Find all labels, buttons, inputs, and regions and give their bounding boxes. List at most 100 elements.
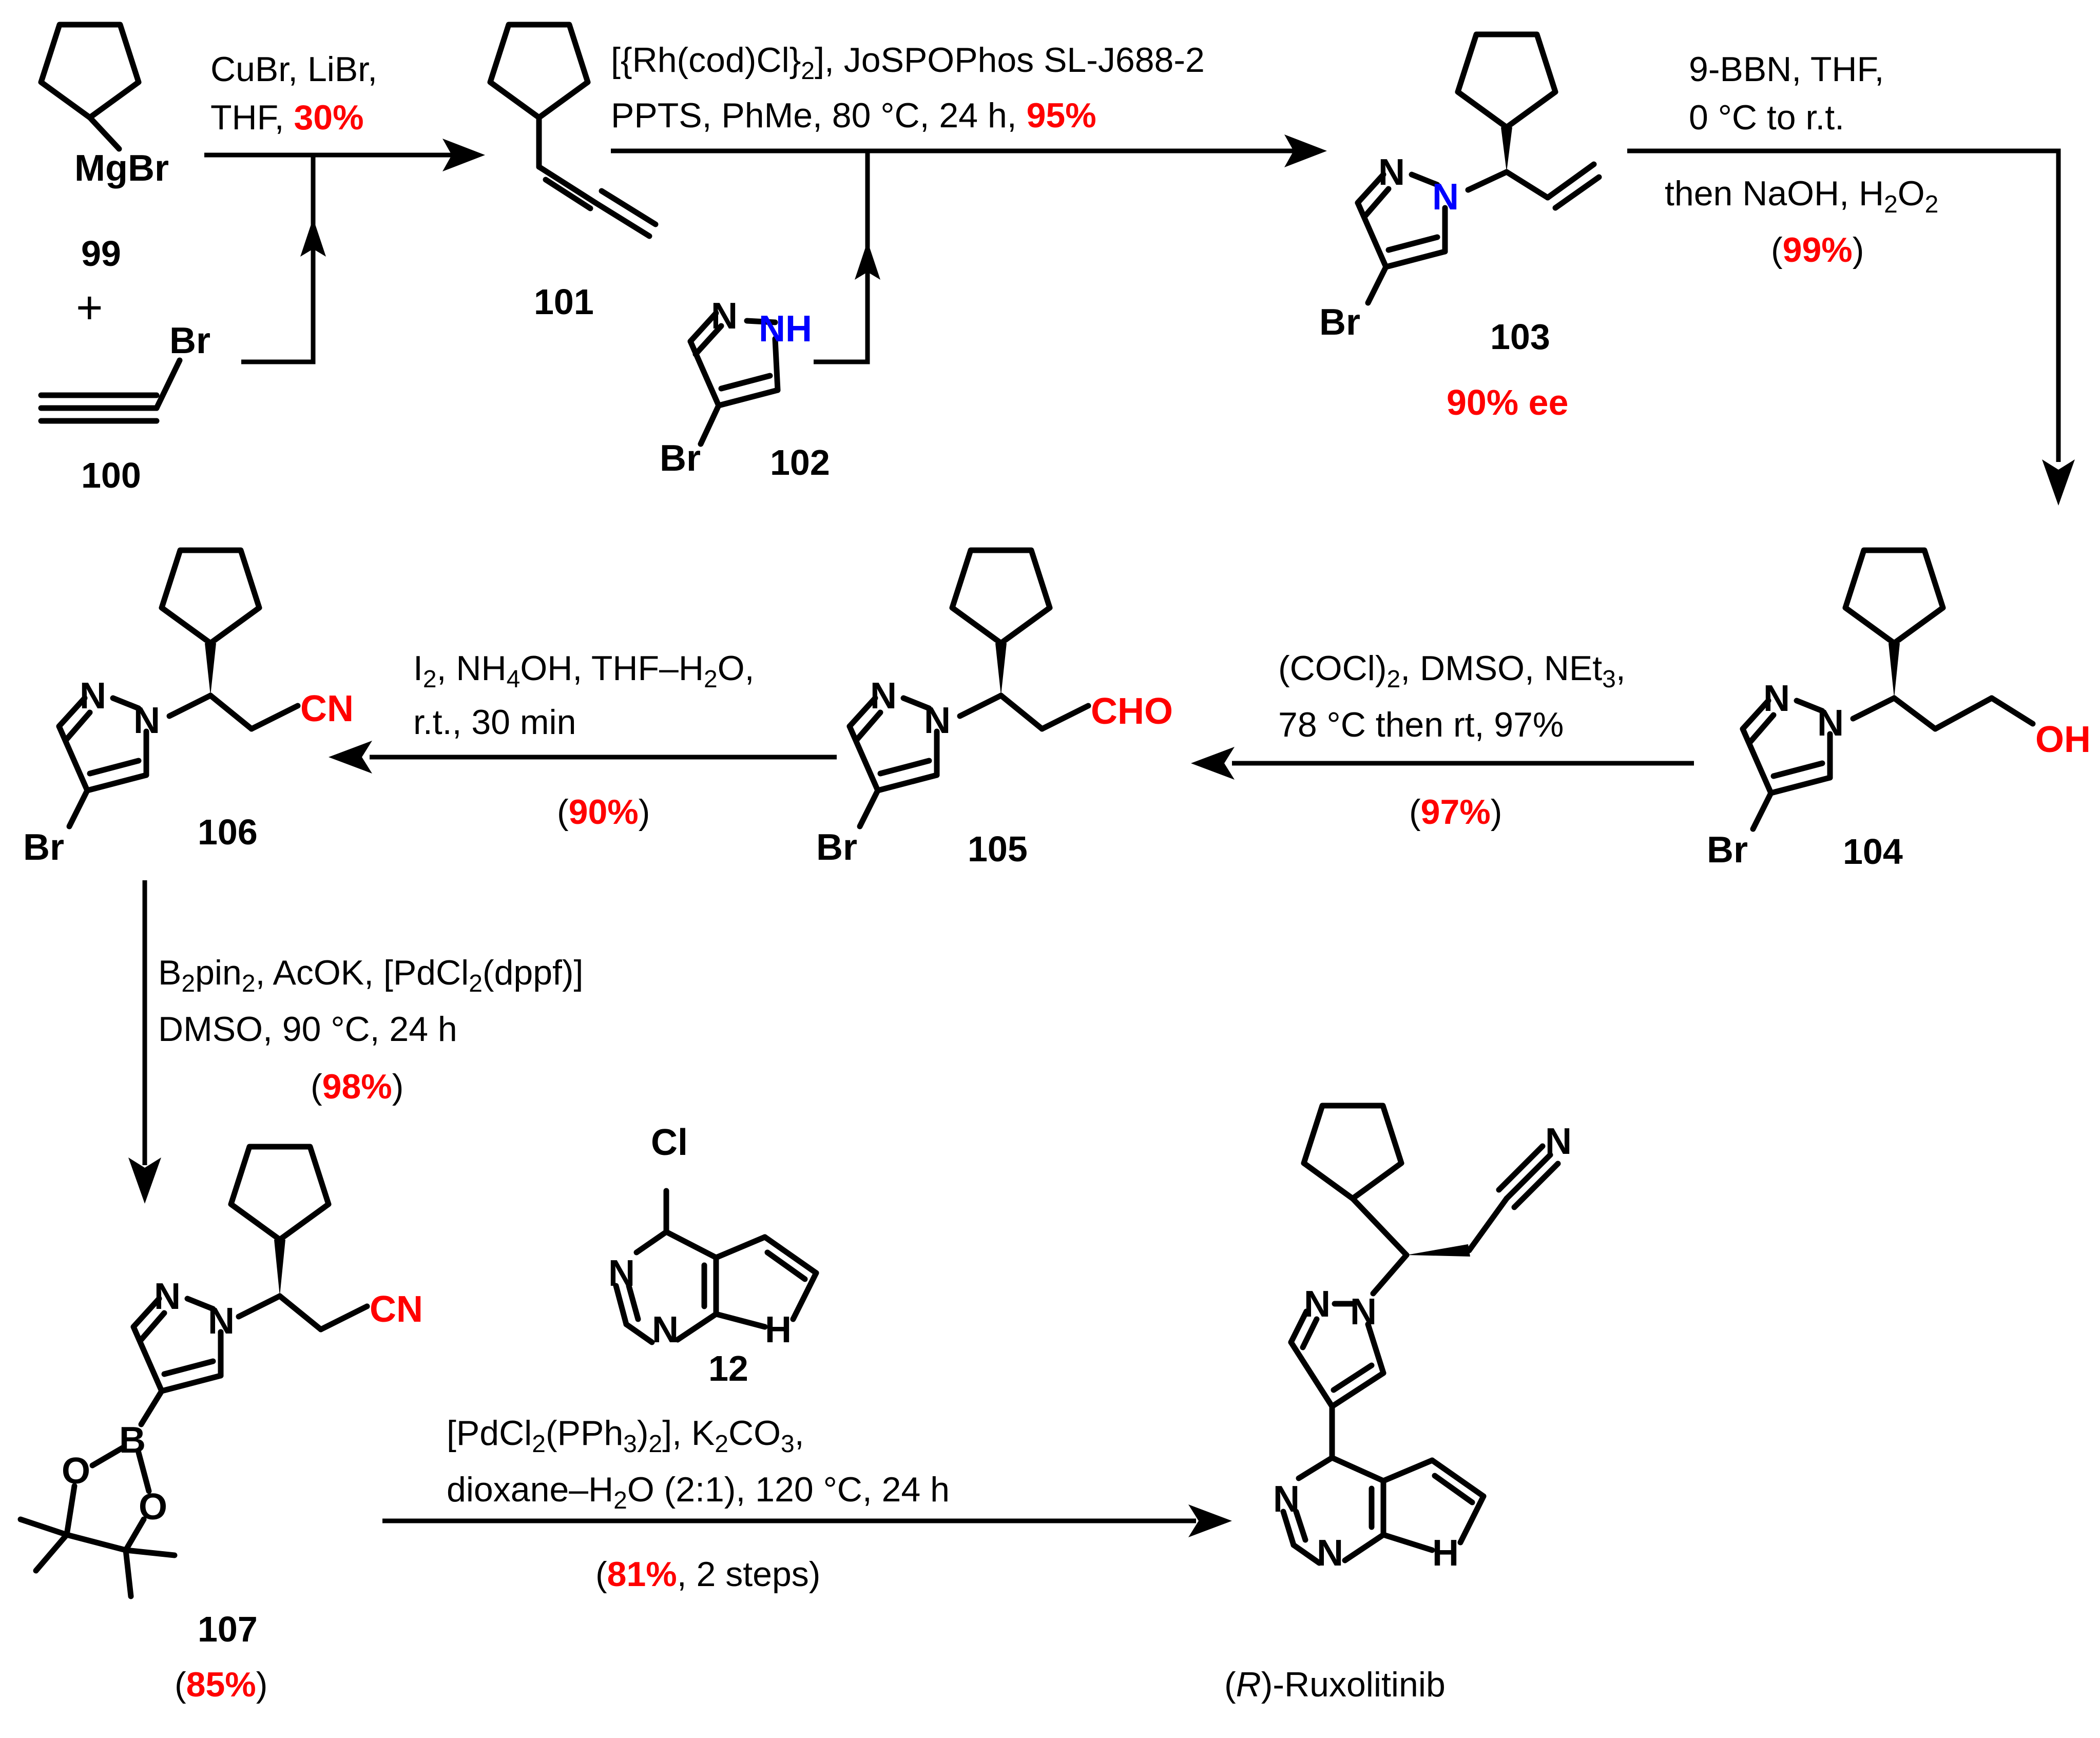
c-br-bond [857, 787, 881, 829]
plus-sign: + [76, 282, 103, 334]
chain-bond-3 [1989, 695, 2036, 727]
pyrazole-c3-n2 [1355, 171, 1386, 206]
c-br-bond [698, 402, 722, 447]
compound-103: N N Br 103 90% ee [1319, 34, 1602, 422]
ch-n-bond [1370, 1252, 1410, 1297]
c-b-bond [138, 1388, 165, 1427]
compound-label-104: 104 [1843, 832, 1903, 872]
reagents-step-3-line-3: then NaOH, H2O2 [1665, 174, 1938, 218]
pyrazole-c4-c3 [1740, 726, 1774, 796]
arrow-step-7 [382, 1504, 1232, 1537]
pyrazole-c5-c4 [159, 1373, 224, 1394]
pyrazole-n2-n1 [110, 695, 142, 711]
c5-c6-double [1432, 1473, 1475, 1505]
pyrazole-c4-c3 [846, 723, 881, 794]
arrow-step-1 [204, 139, 485, 364]
o2-c-bond [123, 1516, 147, 1553]
pyrazole-c3-n2-double [1362, 186, 1392, 219]
wedge-bond [1889, 643, 1900, 698]
pyrazole-c3-n2-double [1300, 1316, 1320, 1350]
nitrogen-atom: N [154, 1276, 181, 1317]
c-n-bond [166, 692, 214, 719]
pyrazole-c4-c3 [130, 1324, 165, 1394]
chain-bond-2 [1932, 695, 1995, 732]
nitrile-group: CN [370, 1289, 423, 1330]
pyrazole-n1-c5 [772, 336, 781, 393]
cyclopentyl-ring [231, 1147, 329, 1240]
chain-bond-1 [1891, 695, 1938, 732]
n7-c7a-bond [1380, 1532, 1435, 1553]
chain-bond-1 [998, 692, 1045, 732]
chain-bond-2 [1039, 703, 1091, 732]
arrow-step-6 [128, 880, 161, 1204]
nitrogen-atom-substituted: N [1432, 177, 1459, 218]
reagents-step-7-line-1: [PdCl2(PPh3)2], K2CO3, [447, 1414, 804, 1458]
aldehyde-group: CHO [1091, 691, 1173, 732]
chain-bond-2 [248, 703, 301, 732]
c2-n1-bond [1290, 1542, 1322, 1566]
nitrogen-atom: N [1763, 678, 1790, 719]
magnesium-bromide-group: MgBr [74, 148, 169, 189]
nitrogen-atom-substituted: N [208, 1301, 235, 1342]
pyrazole-n2-n1 [744, 318, 778, 325]
cyclopentyl-ring [490, 25, 588, 118]
nitrogen-atom: N [1378, 152, 1405, 193]
compound-99: MgBr 99 [41, 25, 169, 274]
nitrile-nitrogen: N [1545, 1121, 1572, 1162]
yield-step-4: (97%) [1409, 793, 1502, 832]
chain-bond-2 [318, 1303, 370, 1333]
pyrazole-n2-n1 [1409, 171, 1440, 188]
compound-ruxolitinib: N N N N N H (R)-Ruxolitinib [1224, 1106, 1572, 1704]
pinacol-cc-bond [64, 1532, 129, 1553]
allene-bond-1a [536, 164, 599, 206]
reagents-step-4-line-1: (COCl)2, DMSO, NEt3, [1278, 649, 1626, 693]
compound-107: N N B O O CN 107 (85%) [17, 1147, 423, 1704]
compound-label-107: 107 [198, 1609, 258, 1649]
methyl-2 [33, 1532, 70, 1574]
pyrazole-c5-c4-double [161, 1358, 216, 1377]
c4a-c5-bond [713, 1234, 768, 1261]
compound-105: N N Br CHO 105 [816, 550, 1173, 869]
pyrazole-c5-c4 [1383, 248, 1448, 270]
methyl-1 [17, 1516, 70, 1538]
arrow-step-3 [1627, 148, 2075, 506]
reagents-step-1-line-2: THF, 30% [210, 98, 364, 137]
pyrazole-c3-n2-double [138, 1310, 167, 1343]
c5-c6-bond [762, 1234, 819, 1276]
c2-n1-bond [623, 1321, 655, 1345]
pyrazole-n2-n1 [900, 695, 932, 711]
pyrazole-c5-c4-double [718, 373, 773, 392]
yield-step-7: (81%, 2 steps) [595, 1555, 820, 1594]
vinyl-double-b [1552, 174, 1602, 211]
nitrogen-atom-1: N [652, 1309, 679, 1350]
bromine-atom: Br [1707, 829, 1748, 871]
yield-step-3: (99%) [1771, 230, 1864, 269]
compound-100: Br 100 [38, 320, 210, 495]
product-name: (R)-Ruxolitinib [1224, 1665, 1446, 1704]
compound-label-106: 106 [198, 812, 258, 852]
nitrogen-atom: N [870, 675, 897, 717]
nitrile-group: CN [300, 688, 354, 729]
c5-c6-bond [1429, 1457, 1487, 1499]
n3-c2-double [1293, 1509, 1308, 1543]
nitrogen-h-atom: H [765, 1309, 792, 1350]
n3-c2-double [626, 1283, 641, 1322]
reagents-step-2-line-2: PPTS, PhMe, 80 °C, 24 h, 95% [611, 96, 1096, 135]
c-n-bond [236, 1293, 283, 1320]
arrow-step-5 [329, 741, 837, 774]
c4a-c4-bond [663, 1229, 719, 1261]
pyrazole-c3-n2 [130, 1296, 162, 1330]
nitrogen-atom: N [711, 296, 738, 337]
wedge-bond [205, 643, 216, 696]
compound-label-100: 100 [81, 455, 141, 495]
nitrile-triple-c [1496, 1143, 1546, 1193]
compound-label-12: 12 [708, 1348, 748, 1388]
methyl-3 [123, 1547, 178, 1558]
chain-bond-1 [277, 1293, 324, 1333]
allene-bond-1b [543, 177, 593, 211]
c6-n7-bond [790, 1270, 819, 1322]
c6-n7-bond [1457, 1493, 1487, 1546]
bromine-atom: Br [23, 827, 64, 868]
yield-107: (85%) [175, 1665, 267, 1704]
pyrazole-c3-n2 [56, 695, 88, 729]
